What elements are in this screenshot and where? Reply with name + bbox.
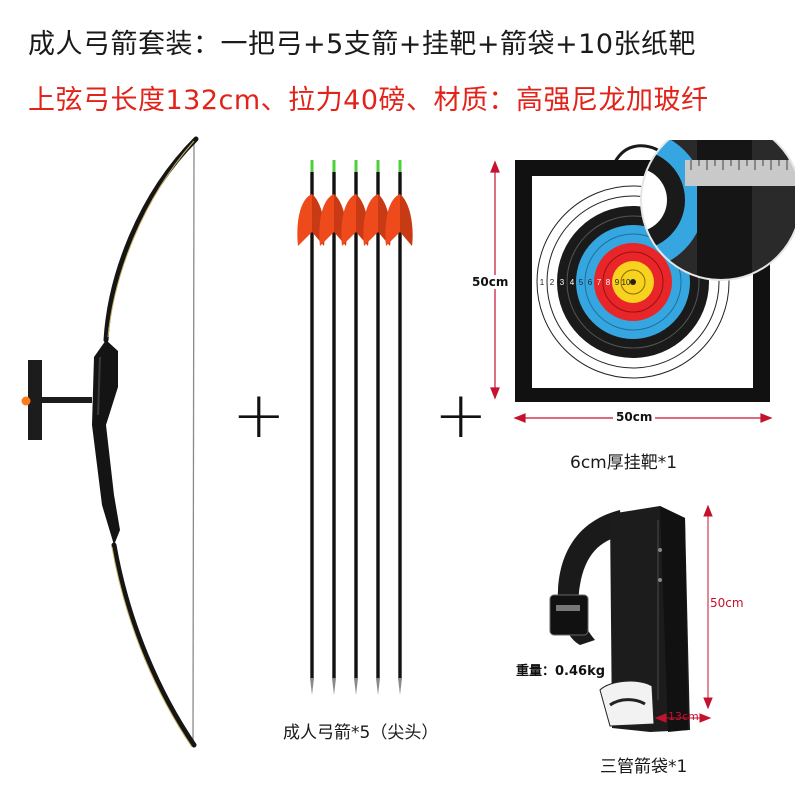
arrows-caption: 成人弓箭*5（尖头） — [283, 723, 439, 743]
plus-sign-left: + — [232, 379, 286, 453]
thickness-inset — [640, 140, 795, 281]
ring-number: 9 — [615, 278, 620, 287]
arrow — [385, 160, 413, 695]
target-caption: 6cm厚挂靶*1 — [570, 453, 678, 473]
ring-number: 1 — [540, 278, 545, 287]
target-width-label: 50cm — [613, 410, 656, 424]
recurve-bow-image — [21, 136, 199, 748]
quiver-image — [549, 504, 713, 732]
product-title: 成人弓箭套装：一把弓+5支箭+挂靶+箭袋+10张纸靶 — [28, 29, 697, 60]
target-board-image: 1 2 3 4 5 6 7 8 9 10 — [490, 140, 795, 423]
ring-number: 4 — [570, 278, 575, 287]
quiver-caption: 三管箭袋*1 — [600, 757, 688, 777]
ring-number: 2 — [550, 278, 555, 287]
product-specs: 上弦弓长度132cm、拉力40磅、材质：高强尼龙加玻纤 — [28, 85, 709, 116]
plus-sign-right: + — [434, 379, 488, 453]
arrows-image — [297, 160, 413, 695]
arrow — [319, 160, 347, 695]
quiver-height-label: 50cm — [710, 596, 744, 610]
ring-number: 5 — [579, 278, 584, 287]
ring-number: 3 — [560, 278, 565, 287]
ring-number: 10 — [622, 278, 631, 287]
ring-number: 8 — [606, 278, 611, 287]
target-height-label: 50cm — [472, 275, 509, 289]
quiver-weight-label: 重量：0.46kg — [516, 664, 606, 679]
ring-number: 6 — [588, 278, 593, 287]
ring-number: 7 — [597, 278, 602, 287]
quiver-width-label: 13cm — [668, 710, 699, 723]
